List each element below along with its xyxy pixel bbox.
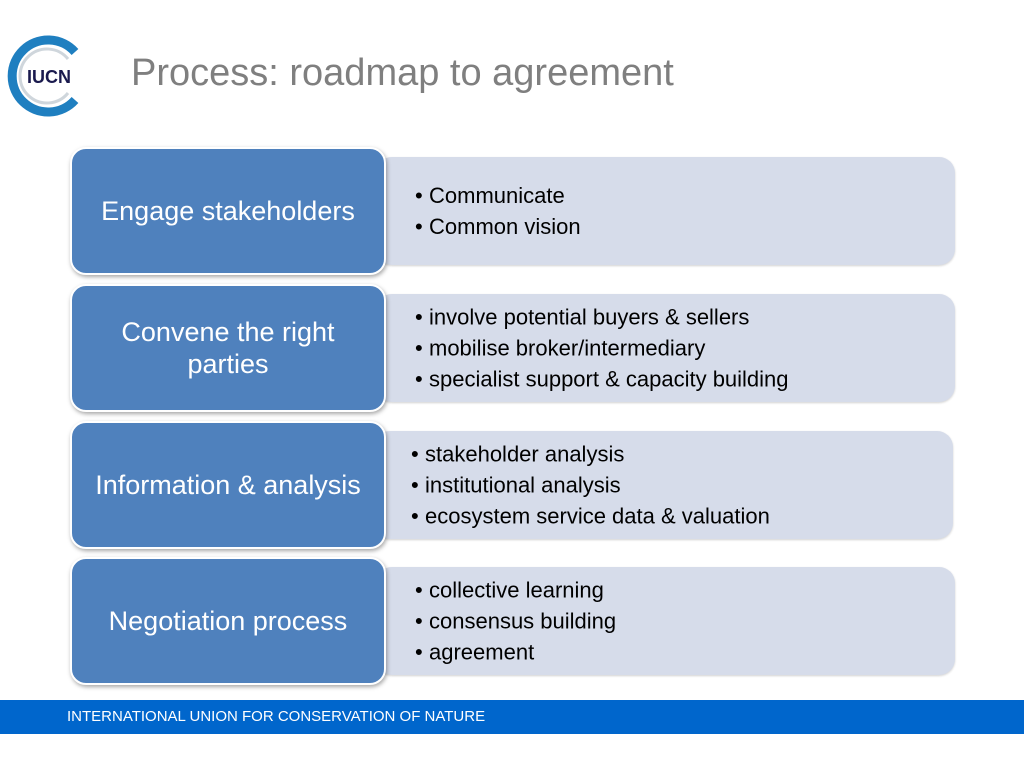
detail-box-2: involve potential buyers & sellers mobil…: [376, 294, 955, 402]
bullet-item: Communicate: [415, 180, 581, 211]
bullet-item: stakeholder analysis: [411, 439, 770, 470]
step-box-2: Convene the right parties: [70, 284, 386, 412]
bullet-list-2: involve potential buyers & sellers mobil…: [415, 302, 789, 395]
bullet-item: agreement: [415, 637, 616, 668]
detail-box-1: Communicate Common vision: [376, 157, 955, 265]
bullet-item: mobilise broker/intermediary: [415, 333, 789, 364]
process-row-3: stakeholder analysis institutional analy…: [0, 421, 1024, 549]
iucn-logo-text: IUCN: [27, 67, 71, 87]
bullet-list-1: Communicate Common vision: [415, 180, 581, 242]
bullet-item: collective learning: [415, 575, 616, 606]
process-row-4: collective learning consensus building a…: [0, 557, 1024, 685]
bullet-item: ecosystem service data & valuation: [411, 501, 770, 532]
footer-bar: INTERNATIONAL UNION FOR CONSERVATION OF …: [0, 700, 1024, 734]
footer-text: INTERNATIONAL UNION FOR CONSERVATION OF …: [67, 708, 486, 725]
bullet-item: institutional analysis: [411, 470, 770, 501]
detail-box-3: stakeholder analysis institutional analy…: [374, 431, 953, 539]
bullet-item: consensus building: [415, 606, 616, 637]
process-row-2: involve potential buyers & sellers mobil…: [0, 284, 1024, 412]
iucn-logo: IUCN: [2, 35, 92, 117]
bullet-list-3: stakeholder analysis institutional analy…: [411, 439, 770, 532]
bullet-list-4: collective learning consensus building a…: [415, 575, 616, 668]
step-box-3: Information & analysis: [70, 421, 386, 549]
bullet-item: specialist support & capacity building: [415, 364, 789, 395]
process-row-1: Communicate Common vision Engage stakeho…: [0, 147, 1024, 275]
slide-title: Process: roadmap to agreement: [131, 52, 674, 94]
bullet-item: involve potential buyers & sellers: [415, 302, 789, 333]
step-box-4: Negotiation process: [70, 557, 386, 685]
step-box-1: Engage stakeholders: [70, 147, 386, 275]
bullet-item: Common vision: [415, 211, 581, 242]
detail-box-4: collective learning consensus building a…: [376, 567, 955, 675]
